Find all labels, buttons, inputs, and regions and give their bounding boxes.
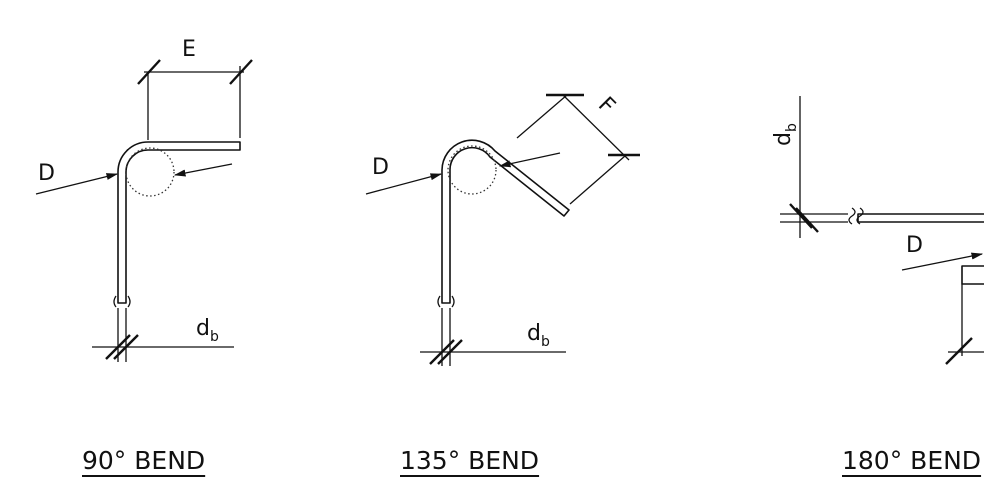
bend-90-figure: E D db: [35, 37, 253, 362]
bend-90-db-sub: b: [210, 329, 219, 345]
bend-90-db-tick-1: [105, 334, 131, 360]
bend-135-db-tick-2: [437, 339, 463, 365]
bend-90-label-db: db: [196, 316, 219, 345]
bend-135-db-tick-1: [429, 339, 455, 365]
bend-135-bend-circle: [447, 145, 497, 195]
bend-135-break-mark: [437, 295, 455, 308]
bend-180-label-db: db: [771, 123, 800, 146]
bend-135-db-main: d: [527, 321, 541, 346]
bend-180-label-d: D: [906, 233, 923, 258]
bend-135-db-sub: b: [541, 334, 550, 350]
bend-180-break-mark: [848, 207, 864, 225]
caption-90-bend: 90° BEND: [82, 446, 206, 475]
bend-135-label-d: D: [372, 155, 389, 180]
bend-90-bar: [117, 141, 241, 304]
bend-135-arrow-inner: [498, 152, 561, 168]
bend-180-bar: [857, 213, 984, 223]
bend-135-ext-top: [516, 94, 568, 139]
bend-180-db-main: d: [771, 132, 796, 146]
bend-135-ext-bottom: [569, 155, 626, 205]
bend-135-label-db: db: [527, 321, 550, 350]
bend-90-tick-right: [229, 59, 253, 85]
bend-180-figure: D db: [771, 96, 984, 365]
bend-90-arrow-inner: [173, 163, 233, 177]
bend-135-dim-line-f: [562, 94, 630, 161]
bend-90-break-mark: [113, 295, 131, 308]
bend-135-arrow-d: [365, 173, 443, 195]
bend-90-arrow-d: [35, 173, 119, 195]
bend-135-figure: F D db: [365, 92, 640, 366]
bend-135-bar: [441, 139, 570, 304]
bend-90-label-e: E: [182, 37, 196, 62]
bend-180-lower-bar: [961, 265, 984, 285]
bend-135-label-f: F: [593, 92, 620, 119]
bend-90-label-d: D: [38, 161, 55, 186]
bend-180-db-sub: b: [784, 123, 800, 132]
caption-135-bend: 135° BEND: [400, 446, 540, 475]
bend-90-db-main: d: [196, 316, 210, 341]
bend-180-arrow-d: [901, 252, 984, 271]
bend-180-db-tick-1: [789, 203, 813, 229]
bend-180-bottom-tick: [945, 337, 973, 365]
caption-180-bend: 180° BEND: [842, 446, 982, 475]
bend-180-db-tick-2: [795, 207, 819, 233]
bend-90-db-tick-2: [113, 334, 139, 360]
bend-90-tick-left: [137, 59, 161, 85]
